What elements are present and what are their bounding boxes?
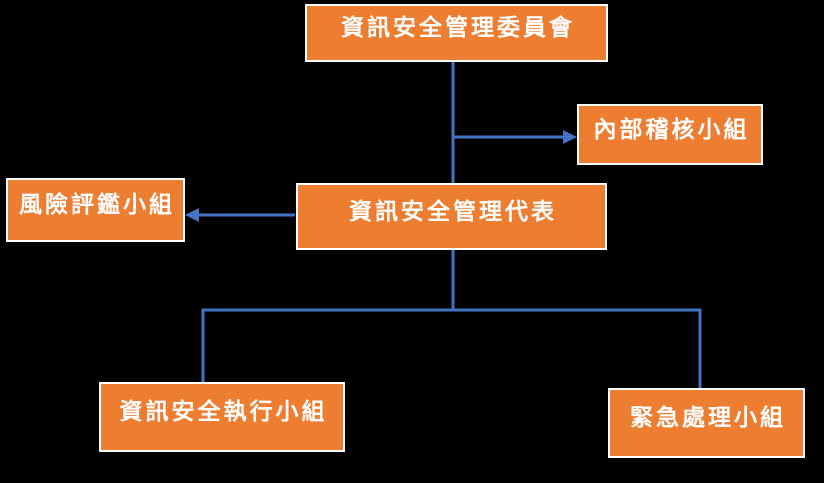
node-committee-label: 資訊安全管理委員會 [341, 15, 575, 41]
node-execution-label: 資訊安全執行小組 [119, 399, 328, 425]
node-emergency-label: 緊急處理小組 [630, 405, 786, 431]
connector-representative-children [201, 308, 702, 389]
node-committee: 資訊安全管理委員會 [305, 4, 608, 62]
node-representative: 資訊安全管理代表 [296, 183, 607, 250]
node-internal-audit: 內部稽核小組 [577, 104, 763, 165]
node-risk-assessment-label: 風險評鑑小組 [19, 192, 175, 218]
node-representative-label: 資訊安全管理代表 [349, 198, 557, 225]
arrowhead-internal-audit [563, 130, 577, 144]
node-risk-assessment: 風險評鑑小組 [6, 178, 185, 242]
node-internal-audit-label: 內部稽核小組 [593, 116, 750, 143]
node-execution: 資訊安全執行小組 [99, 382, 345, 452]
arrowhead-risk [185, 208, 199, 222]
node-emergency: 緊急處理小組 [608, 388, 805, 458]
